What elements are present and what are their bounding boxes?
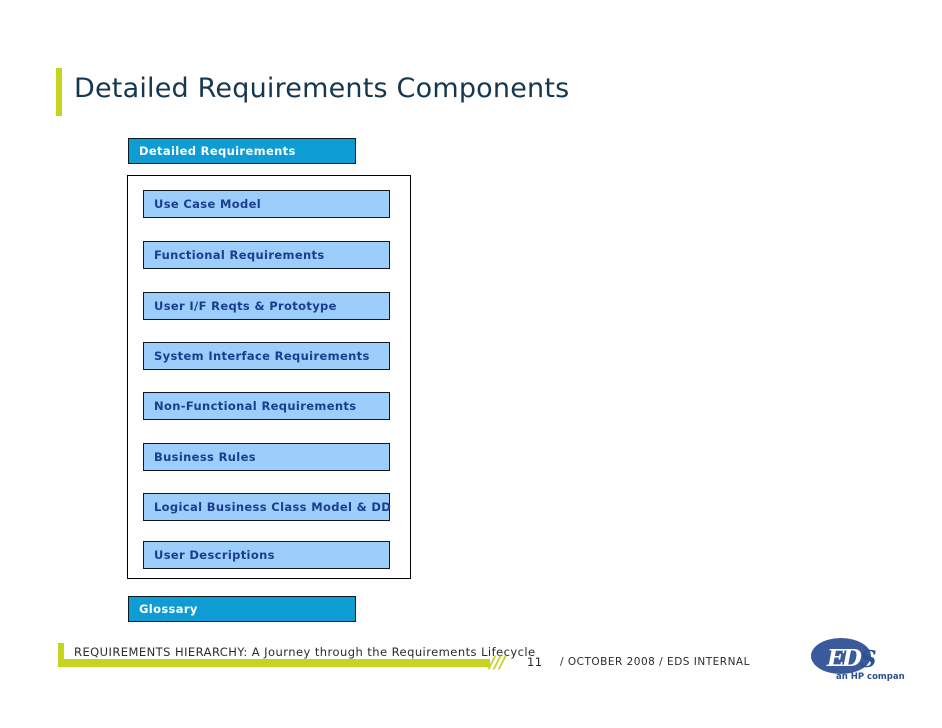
diagram-item-label: Non-Functional Requirements: [154, 399, 357, 413]
title-accent-bar: [56, 68, 62, 116]
diagram-item-box[interactable]: Logical Business Class Model & DD: [143, 493, 392, 521]
diagram-item-label: Logical Business Class Model & DD: [154, 500, 392, 514]
diagram-item-box[interactable]: System Interface Requirements: [143, 342, 390, 370]
diagram-item-label: Business Rules: [154, 450, 256, 464]
diagram-item-box[interactable]: User I/F Reqts & Prototype: [143, 292, 390, 320]
eds-logo: E D S an HP company: [799, 636, 911, 684]
diagram-item-label: User Descriptions: [154, 548, 275, 562]
footer-bar: [58, 659, 490, 667]
diagram-item-label: System Interface Requirements: [154, 349, 370, 363]
svg-text:E: E: [826, 645, 845, 672]
diagram-item-box[interactable]: Functional Requirements: [143, 241, 390, 269]
diagram-item-label: Use Case Model: [154, 197, 262, 211]
svg-text:an HP company: an HP company: [836, 672, 905, 682]
diagram-item-label: User I/F Reqts & Prototype: [154, 299, 337, 313]
diagram-item-box[interactable]: Non-Functional Requirements: [143, 392, 390, 420]
diagram-glossary-box[interactable]: Glossary: [128, 596, 356, 622]
diagram-glossary-label: Glossary: [139, 602, 198, 616]
svg-text:D: D: [841, 645, 862, 672]
diagram-header-box[interactable]: Detailed Requirements: [128, 138, 356, 164]
footer-title: REQUIREMENTS HIERARCHY: A Journey throug…: [74, 645, 536, 659]
diagram-item-box[interactable]: Use Case Model: [143, 190, 390, 218]
footer-bar-tick: [58, 643, 64, 667]
svg-text:S: S: [860, 646, 877, 673]
diagram-item-label: Functional Requirements: [154, 248, 325, 262]
diagram-item-box[interactable]: Business Rules: [143, 443, 390, 471]
footer-slashes-icon: ///: [489, 653, 506, 673]
diagram-item-box[interactable]: User Descriptions: [143, 541, 390, 569]
footer-meta: / OCTOBER 2008 / EDS INTERNAL: [560, 656, 750, 668]
footer-page-number: 11: [527, 655, 543, 669]
diagram-header-label: Detailed Requirements: [139, 144, 296, 158]
page-title: Detailed Requirements Components: [74, 73, 570, 104]
